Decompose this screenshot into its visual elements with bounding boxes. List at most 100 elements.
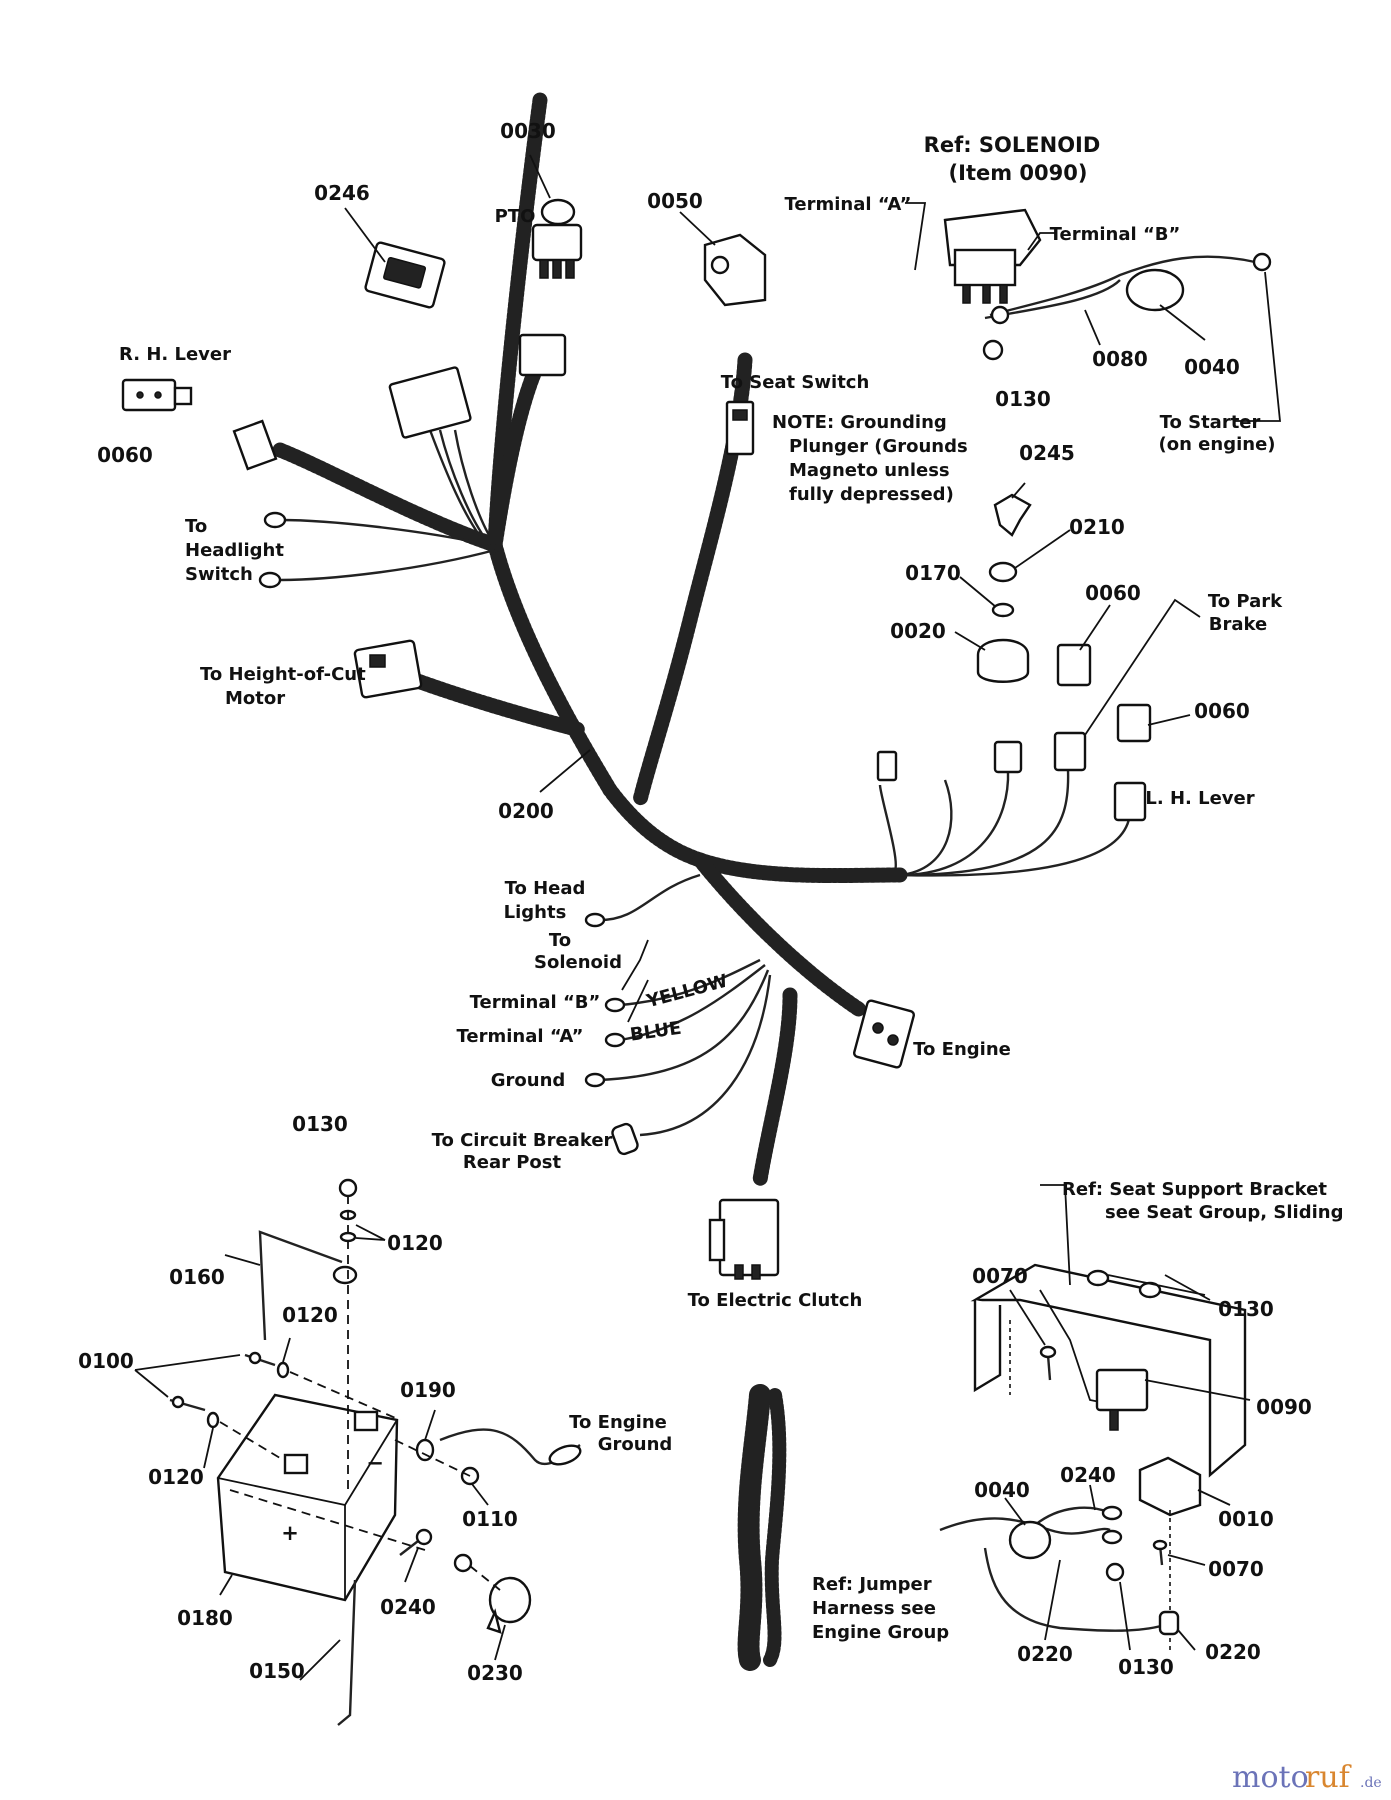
label-0080: 0080 xyxy=(1092,347,1148,371)
label-ground: Ground xyxy=(491,1070,566,1091)
seat-switch-connector xyxy=(725,400,755,456)
watermark-part-a: moto xyxy=(1232,1760,1309,1795)
label-blue: BLUE xyxy=(629,1018,683,1046)
label-rear-post: Rear Post xyxy=(463,1152,562,1173)
harness-terminals xyxy=(584,912,639,1156)
height-of-cut-connector xyxy=(353,639,423,699)
label-to-seat-switch: To Seat Switch xyxy=(721,372,870,393)
label-solenoid-ref: Ref: SOLENOID xyxy=(924,133,1101,157)
label-jumper-3: Engine Group xyxy=(812,1622,949,1643)
label-0020: 0020 xyxy=(890,619,946,643)
label-to-headlight: To xyxy=(185,516,207,537)
svg-text:−: − xyxy=(366,1451,384,1475)
label-0070-a: 0070 xyxy=(972,1264,1028,1288)
watermark-logo: moto ruf .de xyxy=(1232,1760,1382,1795)
label-lights: Lights xyxy=(504,902,567,923)
label-seat-ref-2: see Seat Group, Sliding xyxy=(1105,1202,1343,1223)
label-note-3: Magneto unless xyxy=(789,460,950,481)
label-0150: 0150 xyxy=(249,1659,305,1683)
label-0040-b: 0040 xyxy=(974,1478,1030,1502)
jumper-harness xyxy=(737,1384,787,1671)
label-0240-b: 0240 xyxy=(1060,1463,1116,1487)
label-hoc-2: Motor xyxy=(225,688,285,709)
label-to-solenoid: To xyxy=(549,930,571,951)
pto-switch xyxy=(529,154,583,279)
label-to-electric-clutch: To Electric Clutch xyxy=(688,1290,863,1311)
label-note-4: fully depressed) xyxy=(789,484,954,505)
label-hoc-1: To Height-of-Cut xyxy=(200,664,366,685)
key-switch-assembly xyxy=(954,482,1071,683)
label-pto: PTO xyxy=(495,206,536,227)
label-0040-a: 0040 xyxy=(1184,355,1240,379)
label-0060-c: 0060 xyxy=(1194,699,1250,723)
label-jumper-2: Harness see xyxy=(812,1598,936,1619)
seat-switch-part xyxy=(679,211,767,307)
label-switch: Switch xyxy=(185,564,253,585)
branch-wires xyxy=(279,429,1132,1137)
label-jumper-1: Ref: Jumper xyxy=(812,1574,932,1595)
label-0130-a: 0130 xyxy=(995,387,1051,411)
label-terminal-b: Terminal “B” xyxy=(1050,224,1181,245)
svg-text:+: + xyxy=(281,1521,299,1545)
label-engine-ground-2: Ground xyxy=(598,1434,673,1455)
label-terminal-a: Terminal “A” xyxy=(785,194,912,215)
label-0220-b: 0220 xyxy=(1205,1640,1261,1664)
clutch-connector xyxy=(708,1198,780,1280)
label-yellow: YELLOW xyxy=(644,971,731,1013)
label-note-2: Plunger (Grounds xyxy=(789,436,968,457)
seat-bracket-group xyxy=(939,1184,1251,1651)
label-0180: 0180 xyxy=(177,1606,233,1630)
top-plugs xyxy=(388,333,567,439)
park-brake-switches xyxy=(876,598,1201,822)
label-circuit-breaker: To Circuit Breaker xyxy=(432,1130,613,1151)
label-0010: 0010 xyxy=(1218,1507,1274,1531)
rh-lever-switch xyxy=(121,378,193,412)
label-headlight: Headlight xyxy=(185,540,284,561)
label-engine-ground-1: To Engine xyxy=(569,1412,667,1433)
label-to-starter: To Starter xyxy=(1160,412,1261,433)
label-0050: 0050 xyxy=(647,189,703,213)
label-0220-a: 0220 xyxy=(1017,1642,1073,1666)
label-to-engine: To Engine xyxy=(913,1039,1011,1060)
label-terminal-a-2: Terminal “A” xyxy=(457,1026,584,1047)
label-on-engine: (on engine) xyxy=(1159,434,1276,455)
watermark-part-c: .de xyxy=(1360,1775,1382,1791)
label-0120-c: 0120 xyxy=(148,1465,204,1489)
label-to-park: To Park xyxy=(1208,591,1283,612)
label-0100: 0100 xyxy=(78,1349,134,1373)
label-0070-b: 0070 xyxy=(1208,1557,1264,1581)
label-to-head: To Head xyxy=(505,878,586,899)
label-seat-ref-1: Ref: Seat Support Bracket xyxy=(1062,1179,1327,1200)
headlight-connectors xyxy=(232,419,287,589)
label-solenoid: Solenoid xyxy=(534,952,622,973)
label-rh-lever: R. H. Lever xyxy=(119,344,231,365)
label-0090: 0090 xyxy=(1256,1395,1312,1419)
label-0030: 0030 xyxy=(500,119,556,143)
label-0060-b: 0060 xyxy=(1085,581,1141,605)
rocker-switch xyxy=(344,207,446,309)
solenoid xyxy=(905,202,1281,422)
label-0200: 0200 xyxy=(498,799,554,823)
engine-connector xyxy=(853,999,915,1069)
label-lh-lever: L. H. Lever xyxy=(1145,788,1254,809)
label-0240-a: 0240 xyxy=(380,1595,436,1619)
label-0170: 0170 xyxy=(905,561,961,585)
label-0160: 0160 xyxy=(169,1265,225,1289)
label-terminal-b-2: Terminal “B” xyxy=(470,992,601,1013)
label-0060-a: 0060 xyxy=(97,443,153,467)
battery-group: + − xyxy=(134,1178,582,1726)
label-0245: 0245 xyxy=(1019,441,1075,465)
label-solenoid-item: (Item 0090) xyxy=(949,161,1088,185)
watermark-part-b: ruf xyxy=(1305,1760,1352,1795)
label-0110: 0110 xyxy=(462,1507,518,1531)
label-0130-c: 0130 xyxy=(1218,1297,1274,1321)
label-0130-d: 0130 xyxy=(1118,1655,1174,1679)
label-0246: 0246 xyxy=(314,181,370,205)
label-0120-a: 0120 xyxy=(387,1231,443,1255)
misc-leaders xyxy=(203,749,649,1681)
label-0120-b: 0120 xyxy=(282,1303,338,1327)
label-0210: 0210 xyxy=(1069,515,1125,539)
label-brake: Brake xyxy=(1209,614,1267,635)
